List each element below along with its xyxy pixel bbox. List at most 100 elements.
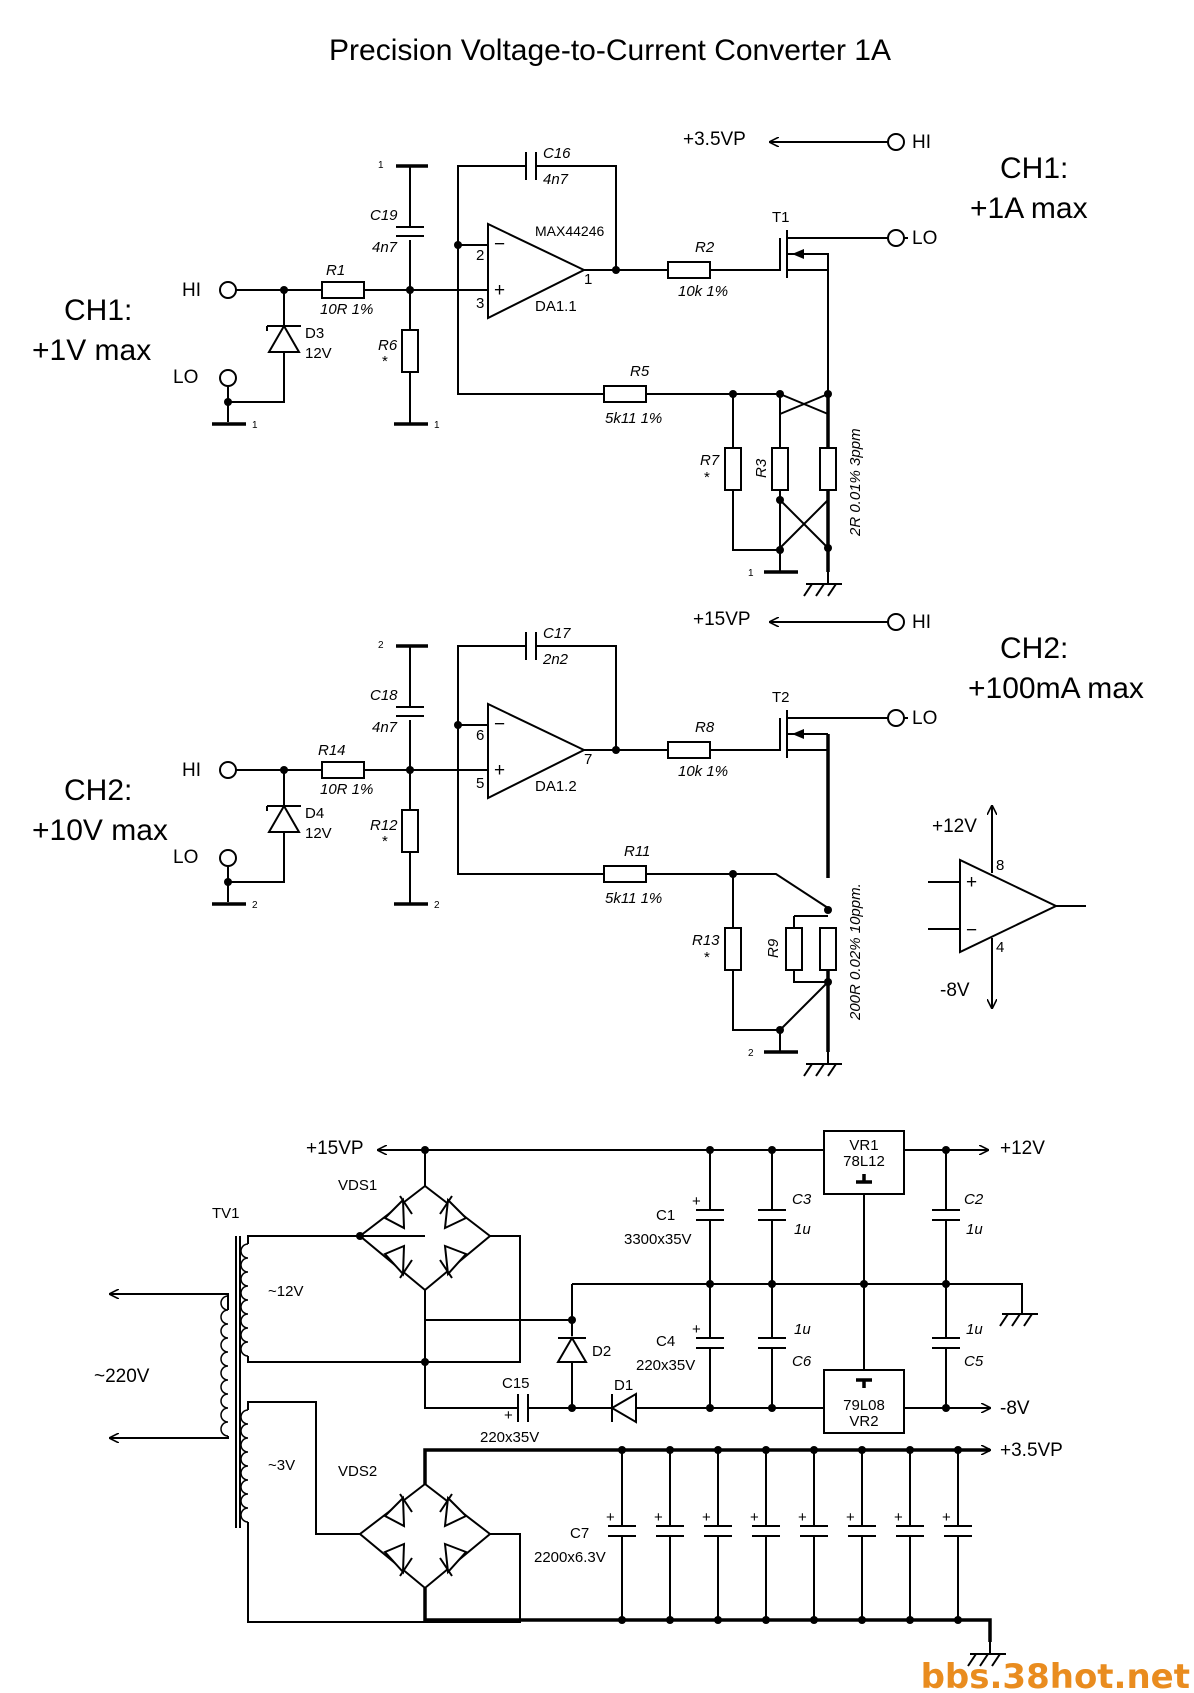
svg-text:+: + [504,1407,513,1424]
svg-text:+: + [942,1509,951,1526]
sec2-label: ~3V [268,1457,295,1474]
regulator-vr1 [823,1130,905,1195]
resistor-r2 [667,261,711,279]
c3-value: 1u [794,1221,811,1238]
svg-text:+: + [692,1193,701,1210]
ch2-output-label-2: +100mA max [968,672,1144,705]
svg-text:+: + [606,1509,615,1526]
r13-label: R13 [692,932,720,949]
c16-value: 4n7 [543,171,569,188]
r7-value: * [704,469,710,486]
ch2-output-hi-label: HI [912,612,931,633]
svg-text:78L12: 78L12 [843,1153,885,1170]
svg-text:+: + [494,280,505,301]
svg-text:−: − [494,714,505,735]
t2-label: T2 [772,689,790,706]
c5-value: 1u [966,1321,983,1338]
svg-text:2: 2 [378,640,384,651]
ch2-output-label-1: CH2: [1000,632,1068,665]
svg-text:+: + [846,1509,855,1526]
svg-text:+: + [894,1509,903,1526]
ch1-input-lo-terminal[interactable] [219,369,237,387]
resistor-r11 [603,865,647,883]
svg-text:7: 7 [584,751,592,768]
svg-text:8: 8 [996,857,1004,874]
resistor-r1 [321,281,365,299]
ch1-output-lo-terminal[interactable] [887,229,905,247]
c18-value: 4n7 [372,719,398,736]
r1-label: R1 [326,262,345,279]
r1-value: 10R 1% [320,301,373,318]
psu-12v-label: +12V [1000,1138,1045,1159]
ch2-output-hi-terminal[interactable] [887,613,905,631]
svg-text:2: 2 [476,247,484,264]
resistor-r5 [603,385,647,403]
ch2-input-hi-terminal[interactable] [219,761,237,779]
svg-text:−: − [966,920,977,941]
r6-value: * [382,353,388,370]
ch2-input-lo-label: LO [173,847,198,868]
c7-value: 2200x6.3V [534,1549,606,1566]
r5-label: R5 [630,363,650,380]
c6-value: 1u [794,1321,811,1338]
ch2-output-lo-terminal[interactable] [887,709,905,727]
r14-value: 10R 1% [320,781,373,798]
mains-label: ~220V [94,1366,150,1387]
sec1-label: ~12V [268,1283,303,1300]
svg-text:2: 2 [252,900,258,911]
diagram-title: Precision Voltage-to-Current Converter 1… [329,34,891,67]
d4-value: 12V [305,825,332,842]
c18-label: C18 [370,687,398,704]
ch2-input-lo-terminal[interactable] [219,849,237,867]
channel-1-circuit: HI LO CH1: +1V max R1 10R 1% D3 12V 1 1 … [32,129,1088,597]
ch1-input-hi-label: HI [182,280,201,301]
da1-1-label: DA1.1 [535,298,577,315]
ch1-input-label-2: +1V max [32,334,151,367]
tv1-label: TV1 [212,1205,240,1222]
svg-text:1: 1 [748,568,754,579]
svg-text:2: 2 [434,900,440,911]
c2-value: 1u [966,1221,983,1238]
c5-label: C5 [964,1353,984,1370]
psu-m8v-label: -8V [1000,1398,1030,1419]
capacitor-bank-c7: ++ ++ ++ ++ [606,1446,972,1624]
ch1-output-label-2: +1A max [970,192,1088,225]
ch1-output-hi-terminal[interactable] [887,133,905,151]
zener-d4 [267,803,301,833]
c4-value: 220x35V [636,1357,695,1374]
vds1-label: VDS1 [338,1177,377,1194]
c7-label: C7 [570,1525,589,1542]
ch1-output-label-1: CH1: [1000,152,1068,185]
resistor-r9b [819,927,837,971]
svg-text:+: + [702,1509,711,1526]
d3-label: D3 [305,325,324,342]
svg-text:1: 1 [378,160,384,171]
svg-text:+: + [966,872,977,893]
psu-35vp-label: +3.5VP [1000,1440,1063,1461]
resistor-r14 [321,761,365,779]
d3-value: 12V [305,345,332,362]
c1-label: C1 [656,1207,675,1224]
t1-label: T1 [772,209,790,226]
r3-label: R3 [753,458,770,478]
r11-value: 5k11 1% [605,890,662,907]
svg-text:+: + [494,760,505,781]
svg-text:4: 4 [996,939,1004,956]
svg-text:VR2: VR2 [849,1413,878,1430]
opamp-vpos-label: +12V [932,816,977,837]
opamp-vneg-label: -8V [940,980,970,1001]
ch1-input-hi-terminal[interactable] [219,281,237,299]
resistor-r6 [401,329,419,373]
r3-value: 2R 0.01% 3ppm [847,428,864,537]
opamp-da1-2 [487,702,587,800]
ch2-input-label-2: +10V max [32,814,168,847]
c2-label: C2 [964,1191,984,1208]
r6-label: R6 [378,337,398,354]
resistor-r9a [785,927,803,971]
r2-label: R2 [695,239,715,256]
svg-text:+: + [750,1509,759,1526]
zener-d3 [267,323,301,353]
opamp-da1-1 [487,222,587,320]
diode-d1 [610,1392,637,1424]
